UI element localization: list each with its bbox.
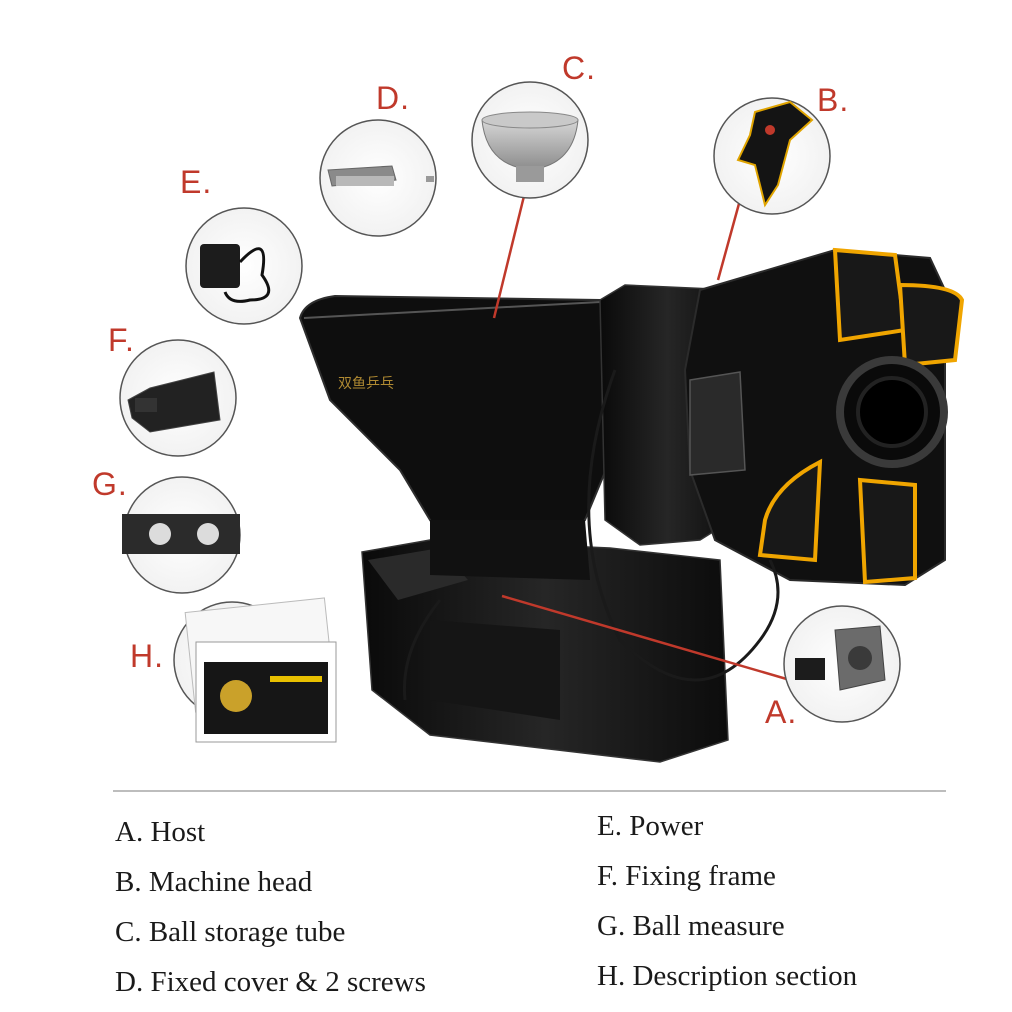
accessory-a-host [783,605,901,723]
accessory-e-power-adapter [185,207,303,325]
legend-item-e: E. Power [597,810,704,842]
accessory-d-fixed-cover [319,119,437,237]
callout-b: B. [817,82,850,118]
ball-machine [298,247,965,763]
callout-c: C. [562,50,596,86]
accessory-b-machine-head [713,97,831,215]
legend-item-g: G. Ball measure [597,910,785,942]
callout-g: G. [92,466,128,502]
callout-a: A. [765,694,798,730]
legend-divider [113,790,946,792]
legend-item-d: D. Fixed cover & 2 screws [115,966,426,998]
accessory-c-ball-storage-tube [471,81,589,199]
legend-item-h: H. Description section [597,960,858,992]
legend-item-c: C. Ball storage tube [115,916,346,948]
accessory-g-ball-measure [122,476,241,594]
legend-item-b: B. Machine head [115,866,313,898]
leader-line-c [492,191,527,319]
leader-line-a [501,594,791,682]
leader-lines [492,191,791,682]
legend-item-a: A. Host [115,816,206,848]
callout-e: E. [180,164,213,200]
callout-f: F. [108,322,135,358]
product-diagram: 双鱼乒乓 [119,81,965,763]
leader-line-b [716,199,742,281]
hopper-brand-text: 双鱼乒乓 [338,375,394,392]
accessory-h-description-section [173,597,337,743]
accessory-f-fixing-frame [119,339,237,457]
callout-h: H. [130,638,164,674]
callout-d: D. [376,80,410,116]
legend-item-f: F. Fixing frame [597,860,776,892]
